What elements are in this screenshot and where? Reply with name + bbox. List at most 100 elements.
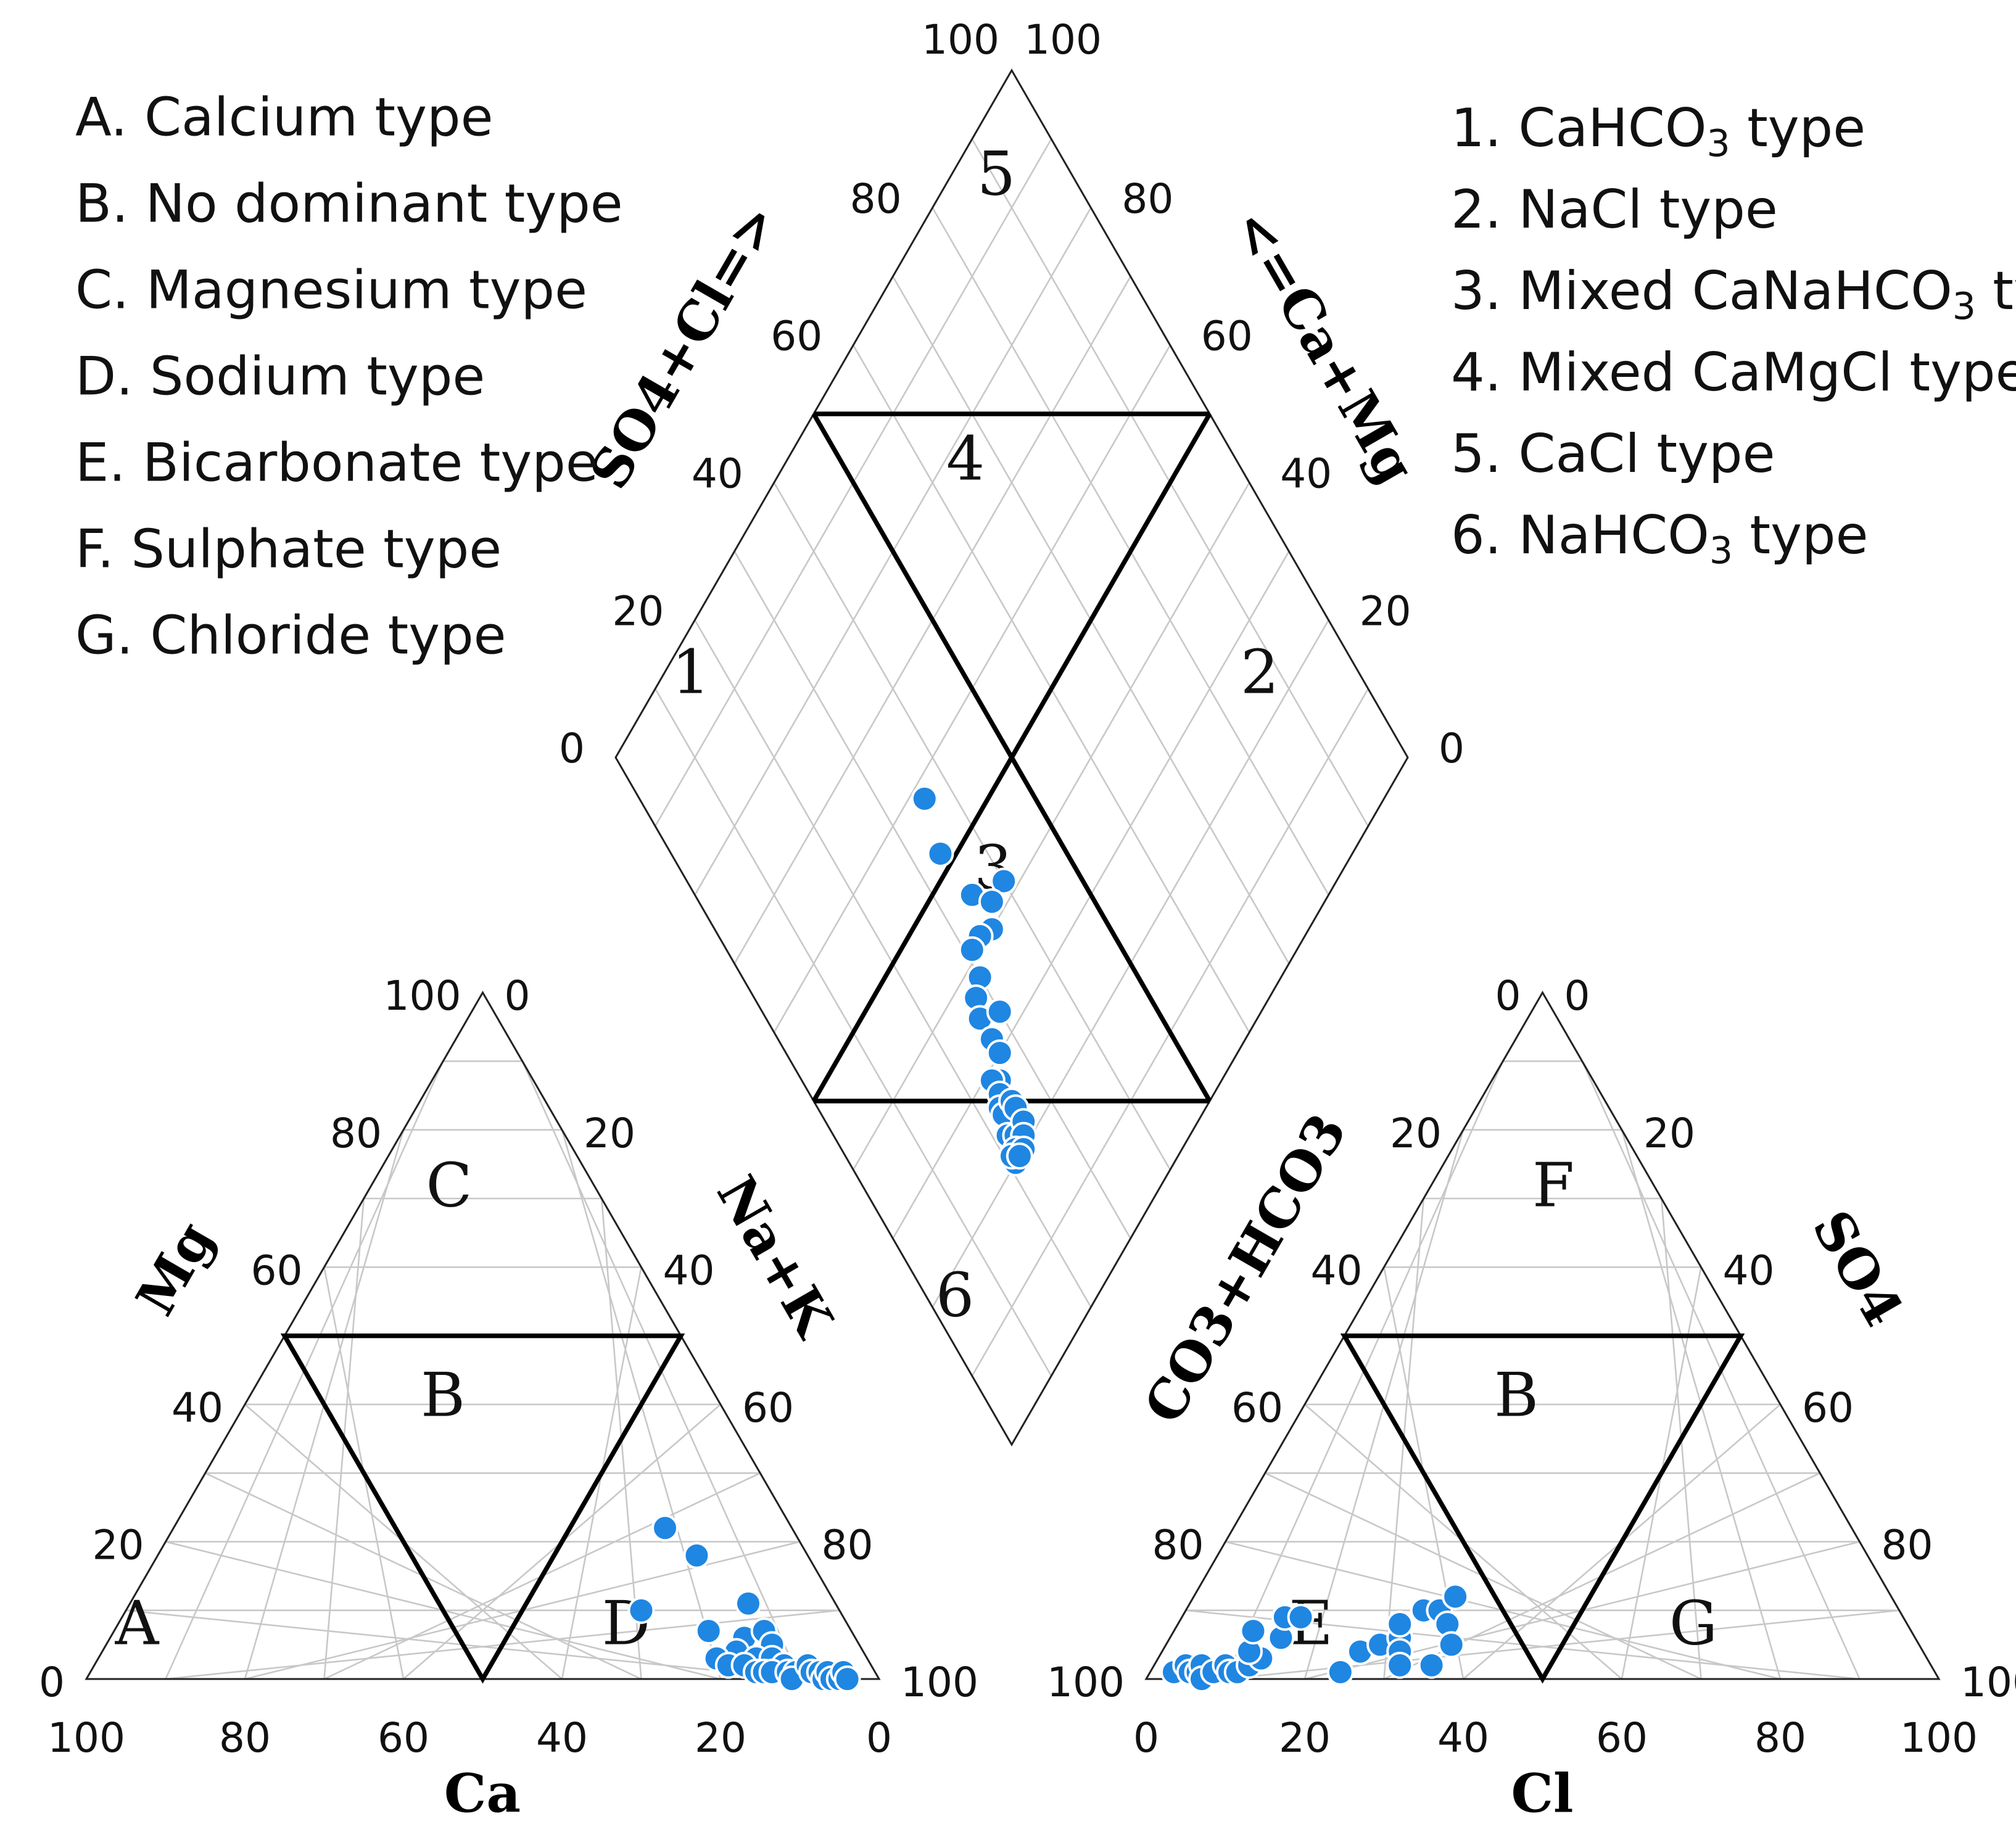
- cation-bottom-axis-title: Ca: [444, 1763, 521, 1825]
- legend-right-item: 1. CaHCO3 type: [1451, 97, 1865, 165]
- diamond-point: [978, 888, 1006, 915]
- cation-field-outline: [280, 1333, 685, 1684]
- legend-right-item: 6. NaHCO3 type: [1451, 505, 1868, 572]
- anion-right-tick: 40: [1723, 1247, 1775, 1294]
- anion-point: [1239, 1617, 1267, 1645]
- legends: A. Calcium type B. No dominant type C. Mag…: [75, 86, 2016, 666]
- diamond-left-tick: 60: [770, 313, 822, 360]
- cation-bottom-tick: 0: [866, 1714, 892, 1762]
- diamond-right-tick: 20: [1360, 587, 1411, 635]
- anion-zone-label: F: [1532, 1151, 1574, 1221]
- legend-left-item: E. Bicarbonate type: [75, 432, 598, 493]
- cation-point: [683, 1541, 711, 1569]
- cation-left-tick: 20: [93, 1521, 144, 1569]
- cation-right-tick: 60: [742, 1384, 794, 1432]
- legend-right-subscript: 3: [1709, 529, 1733, 572]
- cation-bottom-tick: 20: [695, 1714, 746, 1762]
- cation-left-axis-title: Mg: [124, 1211, 226, 1326]
- anion-left-tick: 40: [1311, 1247, 1363, 1294]
- legend-right-item: 5. CaCl type: [1451, 423, 1775, 485]
- anion-bottom-tick: 60: [1596, 1714, 1648, 1762]
- diamond-point: [911, 785, 938, 812]
- diamond-point: [927, 840, 954, 867]
- diamond-right-tick: 60: [1201, 313, 1253, 360]
- diamond-zone-label: 1: [672, 638, 710, 708]
- cation-bottom-tick: 60: [378, 1714, 429, 1762]
- cation-right-tick: 40: [663, 1247, 715, 1294]
- cation-right-tick: 100: [901, 1659, 978, 1706]
- anion-point: [1386, 1651, 1414, 1679]
- cation-bottom-tick: 80: [219, 1714, 271, 1762]
- anion-right-tick: 60: [1802, 1384, 1854, 1432]
- anion-point: [1418, 1651, 1445, 1679]
- diamond-left-tick: 40: [692, 450, 743, 497]
- diamond-zone-label: 6: [936, 1261, 974, 1331]
- diamond-point: [990, 867, 1018, 895]
- legend-right-text: 5. CaCl type: [1451, 423, 1775, 485]
- zone-labels: ABCDBEFG123456: [115, 139, 1718, 1659]
- diamond-right-tick: 100: [1024, 16, 1102, 64]
- cation-bottom-tick: 40: [536, 1714, 588, 1762]
- cation-left-tick: 40: [171, 1384, 223, 1432]
- legend-left-item: A. Calcium type: [75, 86, 494, 148]
- cation-zone-label: C: [426, 1151, 473, 1221]
- legend-right-subscript: 3: [1707, 122, 1730, 165]
- diamond-right-tick: 80: [1122, 175, 1173, 223]
- diamond-right-tick: 40: [1280, 450, 1332, 497]
- cation-right-tick: 20: [584, 1110, 635, 1157]
- anion-point: [1386, 1610, 1414, 1638]
- anion-bottom-tick: 80: [1754, 1714, 1806, 1762]
- anion-left-tick: 100: [1047, 1659, 1125, 1706]
- anion-bottom-tick: 100: [1900, 1714, 1978, 1762]
- cation-right-axis-title: Na+K: [704, 1166, 846, 1349]
- legend-left-item: D. Sodium type: [75, 345, 485, 407]
- cation-point: [695, 1617, 722, 1645]
- cation-left-tick: 60: [251, 1247, 303, 1294]
- legend-left-item: B. No dominant type: [75, 173, 623, 234]
- anion-left-tick: 80: [1152, 1521, 1204, 1569]
- legend-right-text: type: [1730, 97, 1865, 159]
- anion-right-axis-title: SO4: [1800, 1200, 1915, 1337]
- diamond-point: [1006, 1142, 1033, 1170]
- anion-point: [1326, 1658, 1354, 1686]
- legend-right-text: type: [1733, 505, 1868, 566]
- cation-right-tick: 80: [822, 1521, 874, 1569]
- diamond-left-tick: 0: [559, 725, 585, 772]
- anion-bottom-axis-title: Cl: [1511, 1763, 1573, 1825]
- anion-bottom-tick: 20: [1279, 1714, 1331, 1762]
- cation-right-tick: 0: [505, 972, 531, 1020]
- data-points: [627, 785, 1469, 1693]
- anion-field-outline: [1340, 1333, 1745, 1684]
- cation-bottom-tick: 100: [48, 1714, 125, 1762]
- diamond-frame: [614, 68, 1409, 1447]
- anion-right-tick: 80: [1882, 1521, 1933, 1569]
- anion-left-tick: 20: [1390, 1110, 1442, 1157]
- legend-right-item: 3. Mixed CaNaHCO3 type: [1451, 260, 2016, 328]
- diamond-point: [986, 998, 1014, 1026]
- tick-labels: 1000080202060404040606020808001001000100…: [39, 16, 2016, 1762]
- anion-right-tick: 20: [1643, 1110, 1695, 1157]
- cation-point: [833, 1665, 861, 1693]
- anion-right-tick: 0: [1564, 972, 1590, 1020]
- legend-right-text: 1. CaHCO: [1451, 97, 1707, 159]
- anion-zone-label: B: [1494, 1361, 1539, 1431]
- diamond-zone-label: 4: [946, 424, 985, 495]
- anion-bottom-tick: 0: [1133, 1714, 1159, 1762]
- cation-point: [651, 1514, 679, 1542]
- anion-point: [1287, 1603, 1315, 1631]
- diamond-left-tick: 80: [850, 175, 902, 223]
- anion-bottom-tick: 40: [1437, 1714, 1489, 1762]
- legend-right-item: 4. Mixed CaMgCl type: [1451, 342, 2016, 403]
- diamond-zone-label: 5: [977, 139, 1015, 210]
- cation-point: [627, 1596, 655, 1624]
- anion-left-tick: 0: [1495, 972, 1521, 1020]
- cation-point: [734, 1590, 762, 1617]
- legend-right-text: 3. Mixed CaNaHCO: [1451, 260, 1952, 322]
- classification-fields: [280, 411, 1745, 1684]
- anion-left-tick: 60: [1231, 1384, 1283, 1432]
- legend-left-item: C. Magnesium type: [75, 259, 587, 321]
- cation-zone-label: A: [115, 1589, 160, 1659]
- legend-left-item: G. Chloride type: [75, 604, 506, 666]
- legend-right-text: 2. NaCl type: [1451, 179, 1778, 241]
